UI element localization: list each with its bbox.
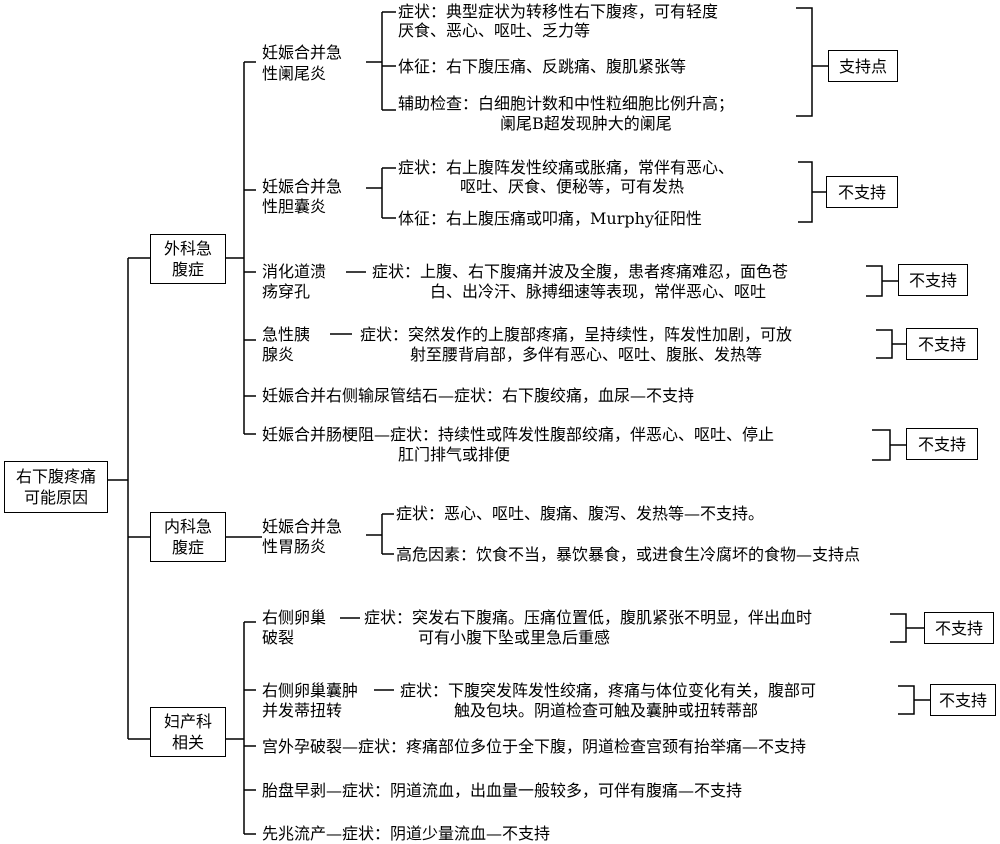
ovary-torsion-verdict-text: 不支持 <box>938 690 987 710</box>
appendicitis-verdict: 支持点 <box>828 50 898 82</box>
ovary-torsion-name-line2: 并发蒂扭转 <box>262 701 343 720</box>
category-surgical: 外科急 腹症 <box>150 234 226 284</box>
appendicitis-verdict-bracket <box>796 7 828 117</box>
category-medical-line2: 腹症 <box>171 538 204 557</box>
appendicitis-symptom-line1: 症状：典型症状为转移性右下腹疼，可有轻度 <box>398 2 719 21</box>
surgical-bracket <box>226 61 256 435</box>
gastroenteritis-symptom: 症状：恶心、呕吐、腹痛、腹泻、发热等—不支持。 <box>396 504 765 523</box>
pancreatitis-verdict-bracket <box>876 329 906 359</box>
ulcer-symptom-line2: 白、出冷汗、脉搏细速等表现，常伴恶心、呕吐 <box>430 282 767 301</box>
ureteral-stone-text: 妊娠合并右侧输尿管结石—症状：右下腹绞痛，血尿—不支持 <box>262 386 695 405</box>
appendicitis-exam-line1: 辅助检查：白细胞计数和中性粒细胞比例升高； <box>398 94 735 113</box>
ovary-rupture-name-line1: 右侧卵巢 <box>262 608 327 627</box>
appendicitis-verdict-text: 支持点 <box>838 56 887 76</box>
category-medical-line1: 内科急 <box>163 517 212 536</box>
abruption-text: 胎盘早剥—症状：阴道流血，出血量一般较多，可伴有腹痛—不支持 <box>262 781 743 800</box>
cholecystitis-name-line2: 性胆囊炎 <box>262 197 327 216</box>
ulcer-symptom-line1: 症状：上腹、右下腹痛并波及全腹，患者疼痛难忍，面色苍 <box>372 262 789 281</box>
root-line1: 右下腹疼痛 <box>15 467 96 486</box>
ulcer-name-line1: 消化道溃 <box>262 262 327 281</box>
gastroenteritis-name-line1: 妊娠合并急 <box>262 517 343 536</box>
appendicitis-symptom-line2: 厌食、恶心、呕吐、乏力等 <box>398 21 591 40</box>
ovary-torsion-symptom-line1: 症状：下腹突发阵发性绞痛，疼痛与体位变化有关，腹部可 <box>400 681 817 700</box>
ovary-torsion-verdict-bracket <box>898 685 930 715</box>
ovary-torsion-name-line1: 右侧卵巢囊肿 <box>262 681 359 700</box>
cholecystitis-verdict-bracket <box>798 161 826 223</box>
pancreatitis-verdict-text: 不支持 <box>917 334 966 354</box>
miscarriage-text: 先兆流产—症状：阴道少量流血—不支持 <box>262 824 551 843</box>
cholecystitis-bracket <box>366 167 396 219</box>
ulcer-verdict-text: 不支持 <box>908 270 957 290</box>
cholecystitis-symptom-line2: 呕吐、厌食、便秘等，可有发热 <box>460 177 685 196</box>
obgyn-bracket <box>226 621 256 835</box>
appendicitis-sign: 体征：右下腹压痛、反跳痛、腹肌紧张等 <box>398 57 687 76</box>
ovary-rupture-verdict-bracket <box>890 613 924 643</box>
root-line2: 可能原因 <box>23 488 88 507</box>
category-medical: 内科急 腹症 <box>150 512 226 562</box>
cholecystitis-symptom-line1: 症状：右上腹阵发性绞痛或胀痛，常伴有恶心、 <box>398 158 735 177</box>
ovary-rupture-symptom-line2: 可有小腹下坠或里急后重感 <box>418 628 611 647</box>
cholecystitis-name-line1: 妊娠合并急 <box>262 177 343 196</box>
ulcer-verdict: 不支持 <box>898 264 968 296</box>
gastroenteritis-bracket <box>366 513 394 555</box>
ectopic-text: 宫外孕破裂—症状：疼痛部位多位于全下腹，阴道检查宫颈有抬举痛—不支持 <box>262 737 807 756</box>
pancreatitis-symptom-line2: 射至腰背肩部，多伴有恶心、呕吐、腹胀、发热等 <box>410 345 763 364</box>
obstruction-verdict-bracket <box>872 429 906 461</box>
obstruction-verdict: 不支持 <box>906 428 978 460</box>
appendicitis-bracket <box>366 11 396 111</box>
appendicitis-name-line2: 性阑尾炎 <box>262 64 327 83</box>
ovary-rupture-verdict: 不支持 <box>924 612 994 644</box>
ovary-torsion-verdict: 不支持 <box>930 684 996 716</box>
obstruction-line1: 妊娠合并肠梗阻—症状：持续性或阵发性腹部绞痛，伴恶心、呕吐、停止 <box>262 425 775 444</box>
category-surgical-line1: 外科急 <box>163 239 212 258</box>
category-obgyn-line2: 相关 <box>171 733 204 752</box>
pancreatitis-name-line2: 腺炎 <box>262 345 295 364</box>
gastroenteritis-risk: 高危因素：饮食不当，暴饮暴食，或进食生冷腐坏的食物—支持点 <box>396 545 861 564</box>
obstruction-verdict-text: 不支持 <box>917 434 966 454</box>
pancreatitis-symptom-line1: 症状：突然发作的上腹部疼痛，呈持续性，阵发性加剧，可放 <box>360 325 793 344</box>
cholecystitis-verdict-text: 不支持 <box>837 182 886 202</box>
category-obgyn: 妇产科 相关 <box>150 707 226 757</box>
category-obgyn-line1: 妇产科 <box>163 712 212 731</box>
obstruction-line2: 肛门排气或排便 <box>398 445 511 464</box>
ovary-rupture-name-line2: 破裂 <box>262 628 295 647</box>
cholecystitis-sign: 体征：右上腹压痛或叩痛，Murphy征阳性 <box>398 209 702 228</box>
ulcer-verdict-bracket <box>866 265 898 297</box>
ovary-rupture-verdict-text: 不支持 <box>934 618 983 638</box>
appendicitis-exam-line2: 阑尾B超发现肿大的阑尾 <box>500 114 672 133</box>
pancreatitis-verdict: 不支持 <box>906 328 978 360</box>
category-surgical-line2: 腹症 <box>171 260 204 279</box>
ovary-rupture-symptom-line1: 症状：突发右下腹痛。压痛位置低，腹肌紧张不明显，伴出血时 <box>364 608 813 627</box>
root-node: 右下腹疼痛 可能原因 <box>4 461 108 513</box>
appendicitis-name-line1: 妊娠合并急 <box>262 43 343 62</box>
ovary-torsion-symptom-line2: 触及包块。阴道检查可触及囊肿或扭转蒂部 <box>454 701 759 720</box>
ulcer-name-line2: 疡穿孔 <box>262 282 311 301</box>
pancreatitis-name-line1: 急性胰 <box>262 325 311 344</box>
root-bracket <box>108 257 150 740</box>
cholecystitis-verdict: 不支持 <box>826 176 898 208</box>
gastroenteritis-name-line2: 性胃肠炎 <box>262 537 327 556</box>
